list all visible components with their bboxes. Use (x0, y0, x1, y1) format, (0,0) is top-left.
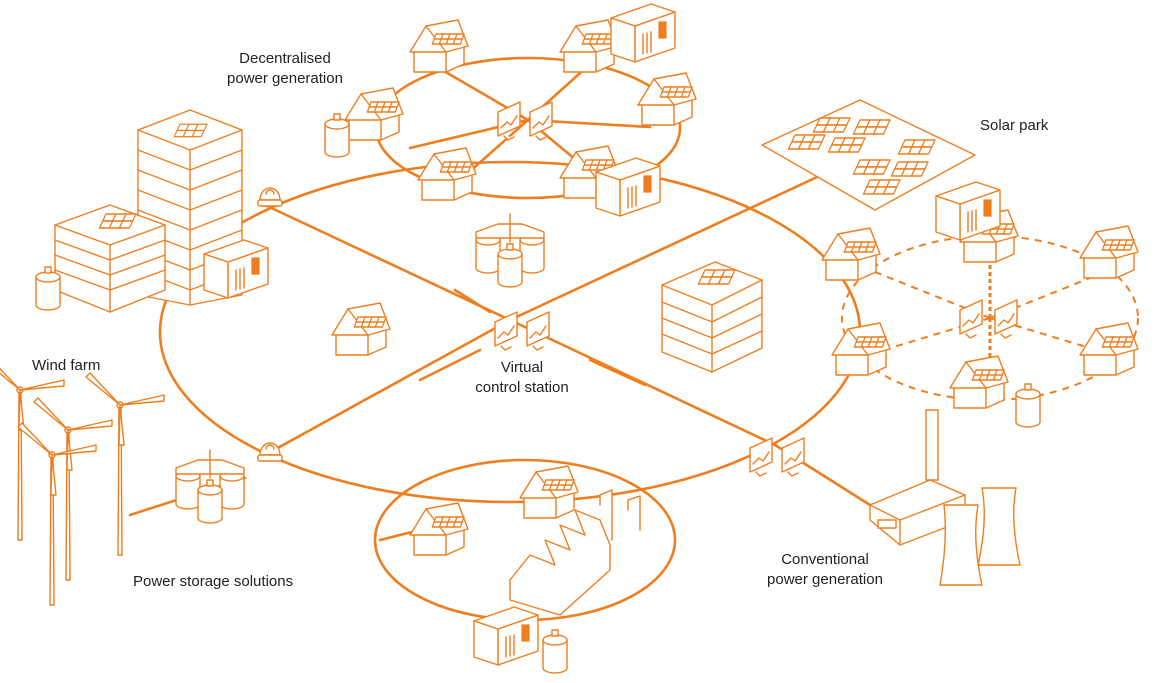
label-wind-farm: Wind farm (32, 357, 101, 374)
label-decentralised-line1: Decentralised (239, 50, 331, 67)
conventional-power-plant-icon (869, 409, 1021, 586)
wind-turbine-icons (0, 357, 165, 606)
solar-microgrid-houses (821, 181, 1139, 428)
office-building-center-icon (661, 261, 763, 373)
label-virtual-line2: control station (475, 379, 569, 396)
factory-ring (409, 465, 641, 674)
control-monitor-icon (494, 311, 518, 351)
label-conventional-line2: power generation (767, 571, 883, 588)
control-monitor-icon (749, 437, 773, 477)
signal-lamp-icon (257, 187, 283, 207)
label-virtual-control-station: Virtual control station (462, 358, 582, 398)
gas-tank-icon (35, 266, 61, 311)
factory-icon (509, 489, 641, 616)
label-decentralised-line2: power generation (227, 70, 343, 87)
control-monitor-icon (526, 311, 550, 351)
label-conventional-line1: Conventional (781, 551, 869, 568)
label-decentralised: Decentralised power generation (225, 49, 345, 89)
label-solar-park: Solar park (980, 117, 1049, 134)
label-conventional: Conventional power generation (760, 550, 890, 590)
office-building-low-icon (54, 204, 166, 313)
label-virtual-line1: Virtual (500, 359, 544, 376)
decentralised-houses (324, 3, 697, 217)
storage-tank-icon (476, 214, 544, 287)
solar-panel-field-icon (761, 99, 976, 211)
control-monitor-icon (781, 437, 805, 477)
signal-lamp-icon (257, 442, 283, 462)
label-power-storage: Power storage solutions (133, 573, 294, 590)
house-icon (331, 302, 391, 356)
storage-tank-icon (176, 450, 244, 523)
